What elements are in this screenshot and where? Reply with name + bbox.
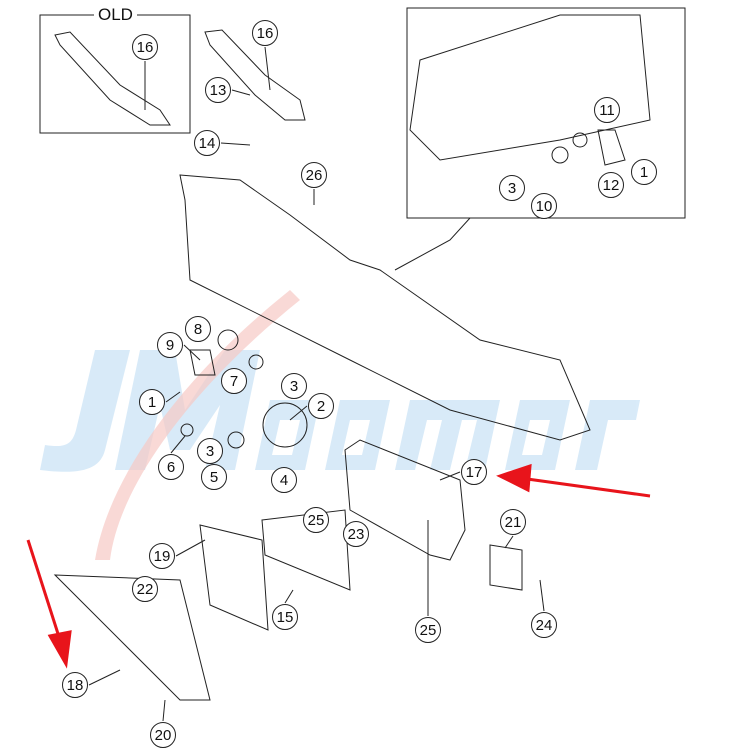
inset-frame	[409, 14, 651, 161]
part-callout-16: 16	[132, 34, 158, 60]
part-callout-14: 14	[194, 130, 220, 156]
arrow-head-18	[47, 630, 72, 669]
old-label: OLD	[94, 6, 137, 24]
red-arrows	[26, 463, 651, 669]
detail-inset-box	[406, 7, 686, 219]
watermark-letter-o	[325, 400, 390, 470]
bracket-21	[489, 544, 523, 591]
leader-lines	[88, 46, 545, 722]
arrow-head-17	[496, 463, 532, 493]
part-callout-24: 24	[531, 612, 557, 638]
part-callout-4: 4	[271, 467, 297, 493]
part-callout-3: 3	[499, 175, 525, 201]
part-callout-22: 22	[132, 576, 158, 602]
watermark-letter-m2	[395, 400, 500, 470]
part-callout-19: 19	[149, 543, 175, 569]
part-callout-1: 1	[631, 159, 657, 185]
part-callout-17: 17	[461, 459, 487, 485]
part-callout-16: 16	[252, 20, 278, 46]
part-callout-12: 12	[598, 172, 624, 198]
gear-5	[227, 431, 245, 449]
arrow-to-18	[26, 539, 62, 641]
part-callout-3: 3	[197, 438, 223, 464]
lever-old	[54, 31, 171, 126]
watermark-letter-j	[40, 350, 130, 472]
plate-9	[189, 349, 216, 376]
plate-12	[597, 129, 626, 166]
lever-16	[204, 29, 306, 121]
inset-leader	[394, 217, 471, 271]
part-callout-6: 6	[158, 454, 184, 480]
main-frame	[179, 174, 591, 441]
part-callout-8: 8	[185, 316, 211, 342]
motor-2	[262, 402, 308, 448]
old-part-box	[39, 14, 191, 134]
cover-19	[199, 524, 269, 631]
part-callout-20: 20	[150, 722, 176, 748]
part-callout-11: 11	[594, 97, 620, 123]
watermark-letter-r	[575, 400, 640, 470]
part-callout-1: 1	[139, 389, 165, 415]
part-callout-9: 9	[157, 332, 183, 358]
gear-11	[572, 132, 588, 148]
part-callout-13: 13	[205, 77, 231, 103]
part-callout-26: 26	[301, 162, 327, 188]
part-callout-21: 21	[500, 509, 526, 535]
arrow-to-17	[519, 476, 651, 498]
part-callout-25: 25	[415, 617, 441, 643]
gear-7	[248, 354, 264, 370]
part-callout-15: 15	[272, 604, 298, 630]
gear-10	[551, 146, 569, 164]
plate-17	[344, 439, 466, 561]
part-callout-7: 7	[221, 368, 247, 394]
watermark-logo	[40, 350, 640, 472]
part-callout-25: 25	[303, 507, 329, 533]
part-outlines	[53, 14, 651, 701]
gear-8	[217, 329, 239, 351]
part-callout-23: 23	[343, 521, 369, 547]
watermark-swoosh	[95, 290, 300, 560]
part-callout-5: 5	[201, 464, 227, 490]
part-callout-18: 18	[62, 672, 88, 698]
watermark-letter-a1	[255, 400, 320, 470]
part-callout-3: 3	[281, 373, 307, 399]
washer-6	[180, 423, 194, 437]
watermark-letter-a2	[505, 400, 570, 470]
part-callout-10: 10	[531, 193, 557, 219]
part-callout-2: 2	[308, 393, 334, 419]
